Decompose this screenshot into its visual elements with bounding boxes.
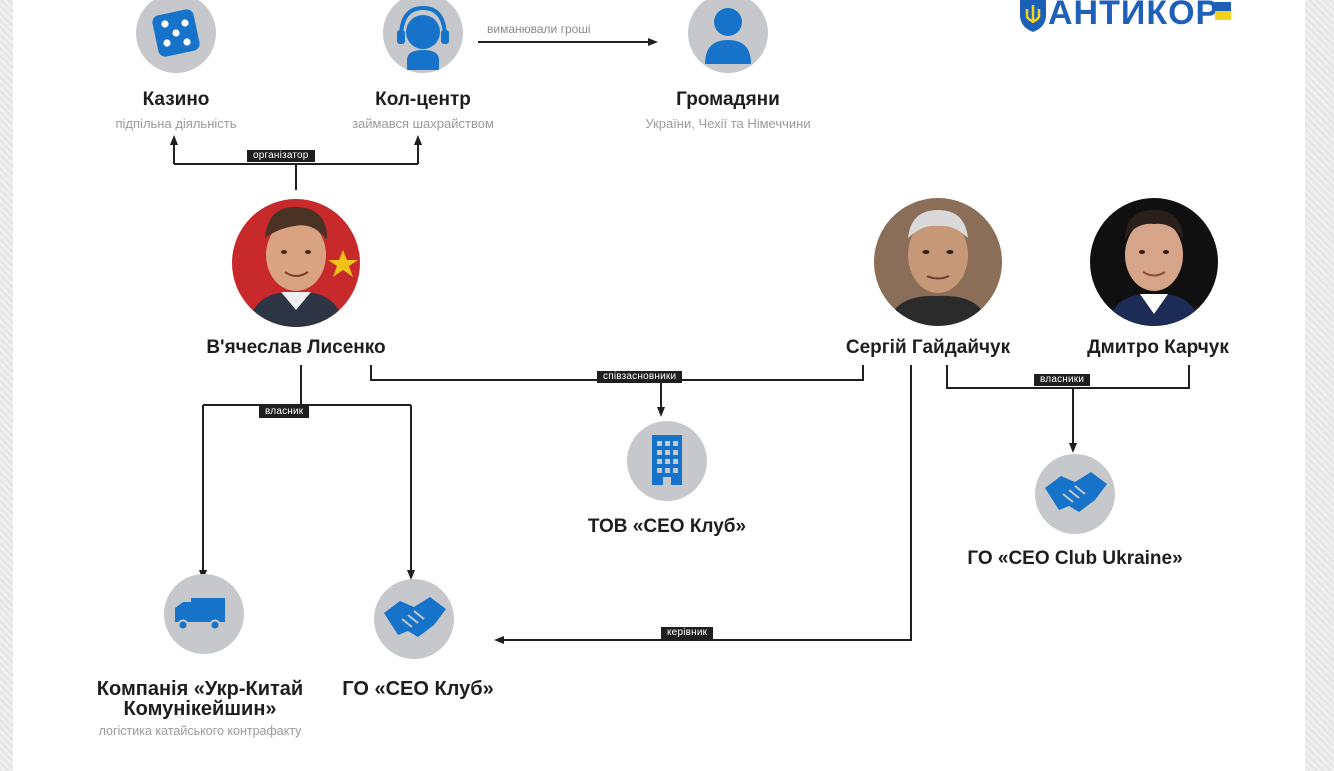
shield-icon	[1020, 0, 1046, 32]
haidaichuk-photo	[874, 198, 1002, 326]
haidaichuk-name: Сергій Гайдайчук	[845, 337, 1011, 358]
edge-label-owner: власник	[259, 406, 310, 418]
callcenter-subtitle: займався шахрайством	[352, 116, 494, 131]
diagram-graphics	[136, 0, 1218, 659]
edge-label-head: керівник	[661, 627, 714, 639]
karchuk-name: Дмитро Карчук	[1087, 337, 1229, 358]
ukr-china-title-line2: Комунікейшин»	[123, 698, 277, 720]
building-icon	[627, 421, 707, 501]
karchuk-photo	[1090, 198, 1218, 326]
flag-icon	[1215, 1, 1232, 20]
logo-text: АНТИКОР	[1048, 0, 1220, 32]
lysenko-name: В'ячеслав Лисенко	[206, 337, 386, 358]
lysenko-photo	[232, 199, 360, 327]
citizens-title: Громадяни	[676, 89, 780, 110]
citizens-subtitle: України, Чехії та Німеччини	[645, 116, 811, 131]
truck-icon	[164, 574, 244, 654]
ukr-china-subtitle: логістика катайського контрафакту	[98, 724, 302, 738]
ukr-china-title-line1: Компанія «Укр-Китай	[96, 678, 304, 700]
go-ceo-ukraine-title: ГО «CEO Club Ukraine»	[967, 548, 1183, 569]
person-icon	[688, 0, 768, 73]
casino-title: Казино	[142, 89, 210, 110]
edge-label-lured-money: виманювали гроші	[487, 22, 591, 36]
headset-icon	[383, 0, 463, 73]
go-ceo-club-title: ГО «CEO Клуб»	[342, 678, 494, 700]
edge-owners-bar	[946, 365, 1190, 389]
edge-label-cofounders: співзасновники	[597, 371, 683, 383]
diagram-canvas: АНТИКОР Казино підпільна діяльність Кол-…	[13, 0, 1305, 771]
handshake-icon	[374, 579, 454, 659]
callcenter-title: Кол-центр	[375, 89, 471, 110]
antikor-logo: АНТИКОР	[1018, 0, 1232, 33]
edge-label-organizer: організатор	[247, 150, 315, 162]
dice-icon	[136, 0, 216, 73]
casino-subtitle: підпільна діяльність	[115, 116, 237, 131]
edge-head	[494, 365, 912, 644]
handshake-icon	[1035, 454, 1115, 534]
tov-ceo-title: ТОВ «CEO Клуб»	[587, 516, 747, 537]
edge-label-owners: власники	[1034, 374, 1091, 386]
